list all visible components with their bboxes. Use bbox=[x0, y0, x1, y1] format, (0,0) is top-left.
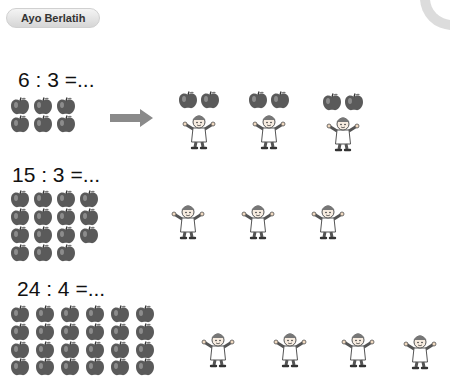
apple bbox=[57, 116, 75, 133]
apple bbox=[136, 359, 154, 376]
apple bbox=[345, 94, 363, 111]
apple bbox=[86, 359, 104, 376]
child-figure bbox=[342, 334, 374, 367]
apple bbox=[61, 342, 79, 359]
apple bbox=[57, 227, 75, 244]
apple-group bbox=[11, 98, 75, 133]
apple bbox=[61, 324, 79, 341]
apple bbox=[11, 306, 29, 323]
child-figure bbox=[327, 118, 359, 151]
apple bbox=[136, 306, 154, 323]
apple-group bbox=[11, 306, 154, 376]
apple bbox=[34, 116, 52, 133]
apple bbox=[11, 227, 29, 244]
apple bbox=[111, 342, 129, 359]
apple bbox=[11, 245, 29, 262]
apple bbox=[11, 209, 29, 226]
apple bbox=[36, 324, 54, 341]
apple bbox=[11, 191, 29, 208]
apple bbox=[111, 324, 129, 341]
apple bbox=[11, 342, 29, 359]
apple bbox=[11, 359, 29, 376]
apple bbox=[271, 92, 289, 109]
child-figure bbox=[172, 206, 204, 239]
apple bbox=[57, 191, 75, 208]
apple bbox=[80, 209, 98, 226]
shared-apples bbox=[179, 92, 363, 111]
section-tab: Ayo Berlatih bbox=[6, 8, 100, 28]
apple bbox=[36, 342, 54, 359]
apple bbox=[86, 306, 104, 323]
apple bbox=[136, 324, 154, 341]
apple bbox=[111, 306, 129, 323]
child-figure bbox=[202, 334, 234, 367]
apple bbox=[34, 98, 52, 115]
apple bbox=[11, 116, 29, 133]
apple bbox=[323, 94, 341, 111]
child-figure bbox=[274, 334, 306, 367]
apple bbox=[136, 342, 154, 359]
apple bbox=[201, 92, 219, 109]
division-problem: 24 : 4 =... bbox=[17, 277, 105, 301]
apple bbox=[57, 98, 75, 115]
division-problem: 6 : 3 =... bbox=[18, 68, 94, 92]
apple bbox=[80, 191, 98, 208]
apple bbox=[34, 245, 52, 262]
child-figure bbox=[242, 206, 274, 239]
apple bbox=[57, 245, 75, 262]
apple bbox=[179, 92, 197, 109]
apple bbox=[86, 342, 104, 359]
apple bbox=[11, 98, 29, 115]
tab-title: Ayo Berlatih bbox=[21, 12, 85, 24]
apple bbox=[61, 306, 79, 323]
apple bbox=[11, 324, 29, 341]
apple bbox=[57, 209, 75, 226]
apple bbox=[36, 306, 54, 323]
apple bbox=[111, 359, 129, 376]
apple bbox=[34, 191, 52, 208]
arrow-symbol bbox=[110, 109, 153, 127]
apple bbox=[86, 324, 104, 341]
child-figure bbox=[312, 206, 344, 239]
apple-group bbox=[11, 191, 98, 262]
apple bbox=[34, 209, 52, 226]
apple bbox=[249, 92, 267, 109]
apple bbox=[80, 227, 98, 244]
child-figure bbox=[404, 336, 436, 369]
apple bbox=[36, 359, 54, 376]
apple bbox=[61, 359, 79, 376]
child-figure bbox=[183, 116, 215, 149]
child-figure bbox=[253, 116, 285, 149]
division-problem: 15 : 3 =... bbox=[12, 163, 100, 187]
corner-decoration bbox=[430, 0, 450, 20]
corner-decoration bbox=[420, 0, 450, 30]
apple bbox=[34, 227, 52, 244]
